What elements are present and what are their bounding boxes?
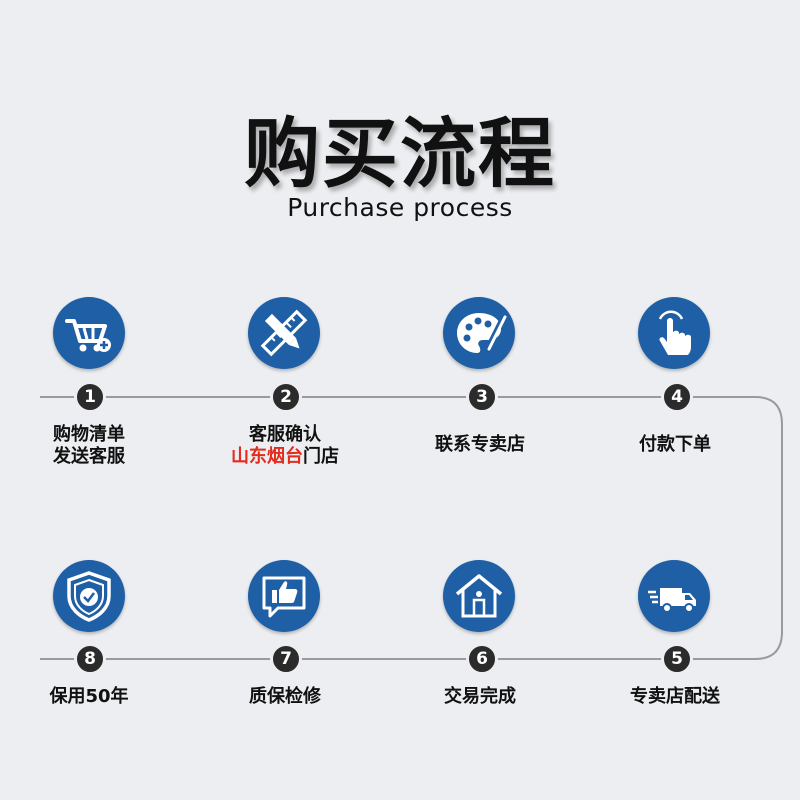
- delivery-truck-icon: [638, 560, 710, 632]
- step-label-5: 专卖店配送: [590, 686, 760, 708]
- step-7-line1: 质保检修: [249, 686, 321, 707]
- shield-check-icon: [53, 560, 125, 632]
- shopping-cart-icon: [53, 297, 125, 369]
- step-6-line1: 交易完成: [444, 686, 516, 707]
- step-label-1: 购物清单 发送客服: [4, 424, 174, 468]
- step-4-line1: 付款下单: [639, 434, 711, 455]
- ruler-pencil-icon: [248, 297, 320, 369]
- step-label-4: 付款下单: [590, 434, 760, 456]
- step-8-line1: 保用50年: [49, 686, 129, 707]
- step-number-5: 5: [661, 643, 693, 675]
- step-number-7: 7: [270, 643, 302, 675]
- step-5-line1: 专卖店配送: [630, 686, 720, 707]
- step-2-line1: 客服确认: [249, 424, 321, 445]
- page-subtitle: Purchase process: [287, 193, 513, 222]
- store-location-highlight: 山东烟台: [231, 446, 303, 467]
- thumbs-up-icon: [248, 560, 320, 632]
- step-1-line1: 购物清单: [53, 424, 125, 445]
- step-label-3: 联系专卖店: [395, 434, 565, 456]
- palette-icon: [443, 297, 515, 369]
- tap-hand-icon: [638, 297, 710, 369]
- step-label-7: 质保检修: [200, 686, 370, 708]
- step-1-line2: 发送客服: [53, 446, 125, 467]
- step-number-3: 3: [466, 381, 498, 413]
- step-number-4: 4: [661, 381, 693, 413]
- step-label-8: 保用50年: [4, 686, 174, 708]
- step-2-line2: 山东烟台门店: [200, 446, 370, 468]
- step-label-2: 客服确认 山东烟台门店: [200, 424, 370, 468]
- step-label-6: 交易完成: [395, 686, 565, 708]
- step-number-8: 8: [74, 643, 106, 675]
- step-number-1: 1: [74, 381, 106, 413]
- step-number-2: 2: [270, 381, 302, 413]
- page-title: 购买流程: [244, 109, 556, 198]
- step-2-line2-rest: 门店: [303, 446, 339, 467]
- house-icon: [443, 560, 515, 632]
- step-number-6: 6: [466, 643, 498, 675]
- step-3-line1: 联系专卖店: [435, 434, 525, 455]
